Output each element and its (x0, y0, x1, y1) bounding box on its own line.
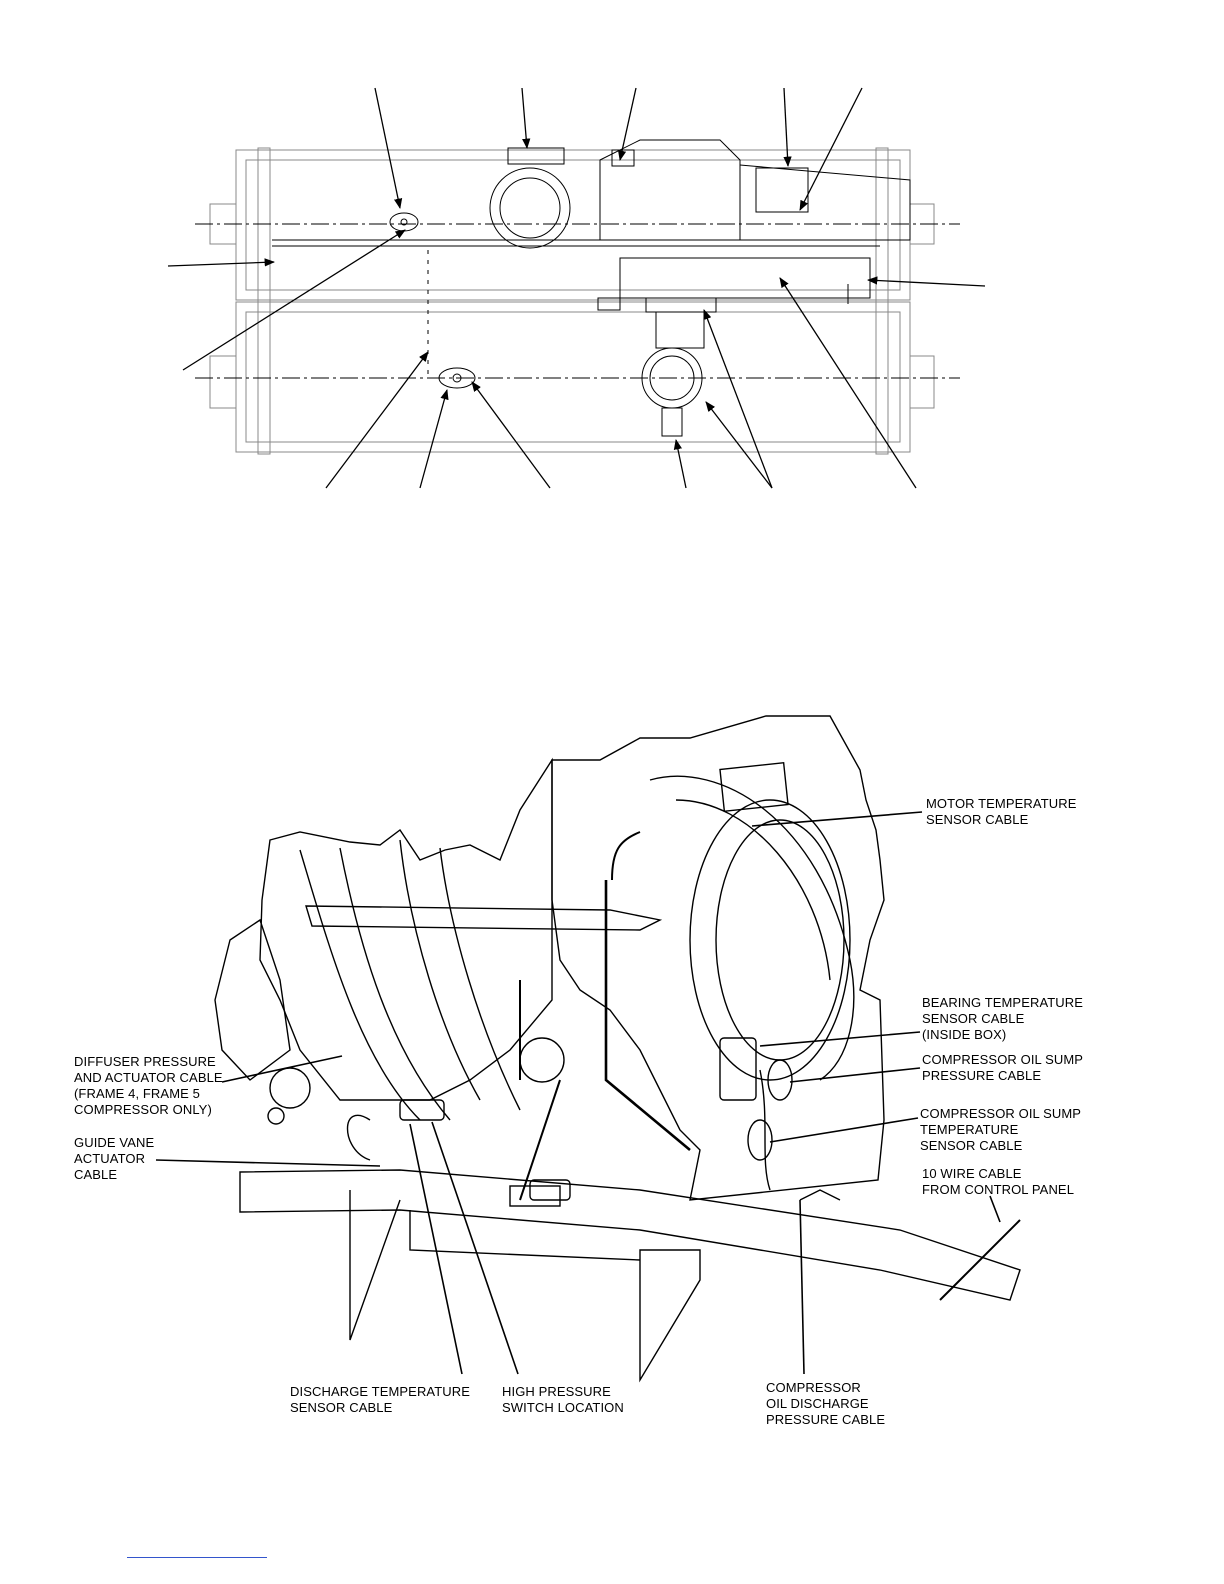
diffuser-cable-label: DIFFUSER PRESSURE AND ACTUATOR CABLE (FR… (74, 1054, 223, 1117)
footer-rule (127, 1557, 267, 1558)
lower-vessel-outline (209, 299, 935, 455)
top-leader-lines (167, 87, 986, 489)
volute-housing (259, 757, 553, 1101)
compressor-assembly (489, 139, 911, 437)
oil-discharge-pressure-label: COMPRESSOR OIL DISCHARGE PRESSURE CABLE (766, 1380, 886, 1427)
sight-glass-lower (438, 367, 476, 389)
discharge-temp-label: DISCHARGE TEMPERATURE SENSOR CABLE (290, 1384, 471, 1415)
ten-wire-cable-label: 10 WIRE CABLE FROM CONTROL PANEL (922, 1166, 1075, 1197)
bottom-leader-lines (155, 811, 1001, 1375)
base-rail (239, 1169, 1021, 1301)
bearing-temp-sensor-label: BEARING TEMPERATURE SENSOR CABLE (INSIDE… (922, 995, 1084, 1042)
motor-housing (551, 715, 885, 1201)
motor-temp-sensor-label: MOTOR TEMPERATURE SENSOR CABLE (926, 796, 1077, 827)
high-pressure-switch-label: HIGH PRESSURE SWITCH LOCATION (502, 1384, 624, 1415)
oil-sump-temp-label: COMPRESSOR OIL SUMP TEMPERATURE SENSOR C… (920, 1106, 1082, 1153)
oil-sump-pressure-label: COMPRESSOR OIL SUMP PRESSURE CABLE (922, 1052, 1084, 1083)
guide-vane-cable-label: GUIDE VANE ACTUATOR CABLE (74, 1135, 155, 1182)
